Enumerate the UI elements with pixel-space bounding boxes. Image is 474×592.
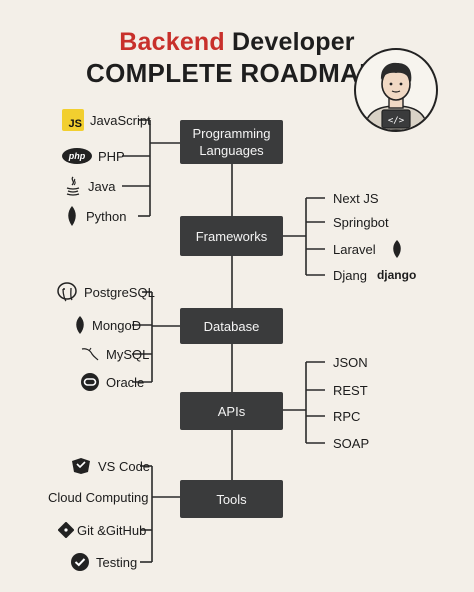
tool-git-github: Git &GitHub — [58, 520, 146, 540]
language-php: php PHP — [62, 146, 125, 166]
stage-programming-languages: Programming Languages — [180, 120, 283, 164]
api-rest: REST — [333, 380, 368, 400]
item-label: JSON — [333, 354, 368, 370]
database-mysql: MySQL — [80, 344, 149, 364]
vscode-icon — [70, 457, 92, 475]
item-label: RPC — [333, 408, 361, 424]
item-label: REST — [333, 382, 368, 398]
language-python: Python — [64, 206, 126, 226]
django-logo: django — [376, 268, 417, 282]
item-label: PHP — [98, 148, 125, 164]
item-label: Next JS — [333, 190, 379, 206]
stage-label: Programming Languages — [192, 126, 271, 158]
item-label: Oracle — [106, 374, 145, 390]
stage-frameworks: Frameworks — [180, 216, 283, 256]
item-label: Java — [88, 178, 116, 194]
php-icon: php — [62, 148, 92, 164]
item-label: JavaScript — [90, 112, 151, 128]
stage-label: Tools — [216, 491, 247, 507]
javascript-icon: JS — [62, 109, 84, 131]
item-label: Springbot — [333, 214, 389, 230]
api-json: JSON — [333, 352, 368, 372]
tool-testing: Testing — [70, 552, 137, 572]
mysql-dolphin-icon — [80, 346, 100, 362]
postgresql-icon — [56, 281, 78, 303]
git-icon — [58, 522, 74, 538]
item-label: Python — [86, 208, 127, 224]
oracle-icon — [80, 372, 100, 392]
item-label: Git &GitHub — [77, 522, 147, 538]
item-label: Djang — [333, 267, 367, 283]
stage-apis: APIs — [180, 392, 283, 430]
tool-cloud-computing: Cloud Computing — [48, 487, 148, 507]
stage-label: Frameworks — [195, 228, 268, 244]
check-icon — [70, 552, 90, 572]
item-label: Laravel — [333, 241, 376, 257]
database-postgresql: PostgreSQL — [56, 282, 155, 302]
title-accent: Backend — [119, 28, 225, 56]
api-rpc: RPC — [333, 406, 360, 426]
language-java: Java — [64, 176, 115, 196]
stage-label: Database — [203, 318, 260, 334]
framework-springbot: Springbot — [333, 212, 389, 232]
title-dark: Developer — [232, 28, 355, 56]
java-icon — [64, 175, 82, 197]
api-soap: SOAP — [333, 433, 369, 453]
tool-vscode: VS Code — [70, 456, 150, 476]
leaf-icon — [390, 239, 404, 259]
database-oracle: Oracle — [80, 372, 144, 392]
framework-nextjs: Next JS — [333, 188, 379, 208]
item-label: Cloud Computing — [48, 489, 149, 505]
title-line-1: Backend Developer — [0, 28, 474, 57]
language-javascript: JS JavaScript — [62, 109, 151, 131]
item-label: Testing — [96, 554, 138, 570]
item-label: MySQL — [106, 346, 150, 362]
item-label: SOAP — [333, 435, 370, 451]
stage-tools: Tools — [180, 480, 283, 518]
stage-label: APIs — [217, 403, 246, 419]
database-mongodb: MongoD — [74, 315, 141, 335]
framework-django: Djang django — [333, 265, 416, 285]
mongodb-leaf-icon — [74, 315, 86, 335]
item-label: MongoD — [92, 317, 142, 333]
stage-database: Database — [180, 308, 283, 344]
item-label: VS Code — [98, 458, 151, 474]
developer-avatar-icon: </> — [354, 48, 438, 132]
svg-text:</>: </> — [388, 116, 405, 126]
title-line-2: COMPLETE ROADMAP — [86, 58, 377, 88]
item-label: PostgreSQL — [84, 284, 155, 300]
framework-laravel: Laravel — [333, 239, 410, 259]
python-icon — [64, 205, 80, 227]
